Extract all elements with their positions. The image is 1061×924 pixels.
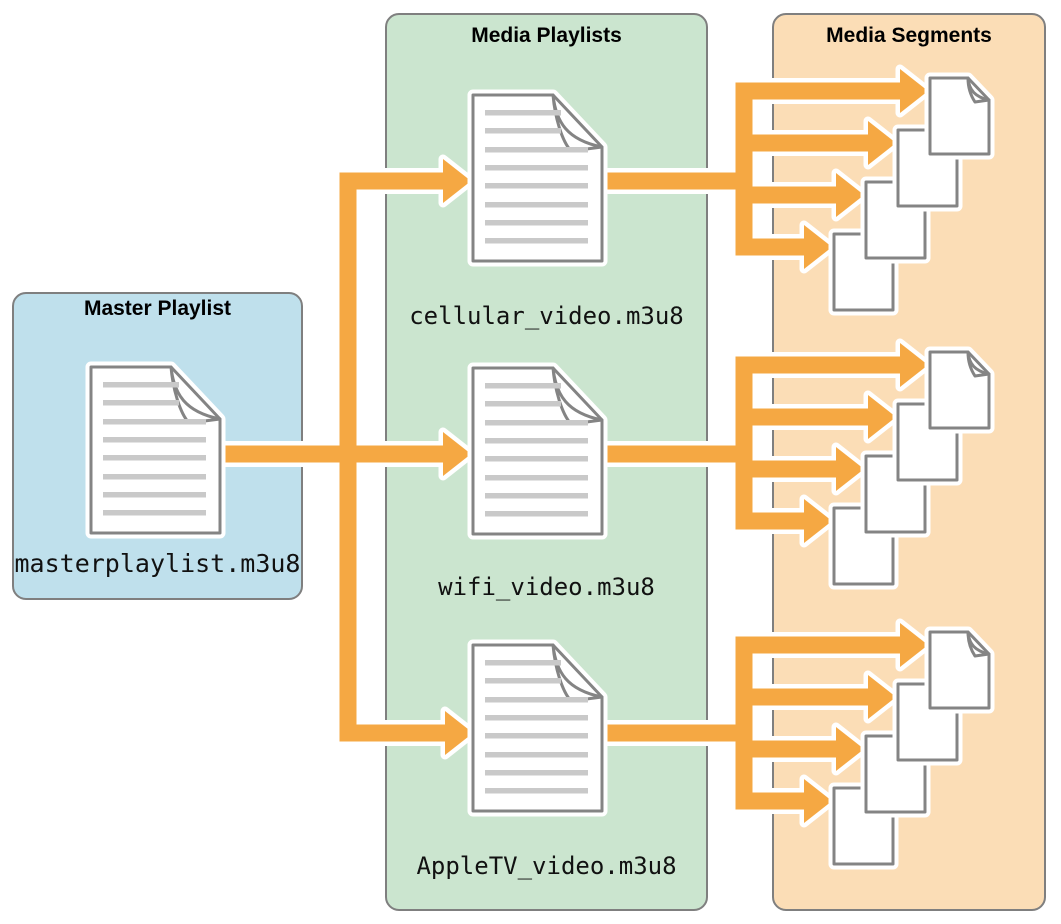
media-playlist-doc-icon-wifi <box>473 368 602 534</box>
flow-arrows <box>222 69 928 823</box>
segment-arrow-tree-2 <box>605 343 928 543</box>
master-playlist-header: Master Playlist <box>83 297 232 320</box>
master-playlist-doc-icon <box>91 367 220 533</box>
master-arrow-tree <box>222 159 473 755</box>
media-playlist-doc-icon-appletv <box>473 645 602 811</box>
media-playlist-filename-cellular: cellular_video.m3u8 <box>409 302 684 330</box>
segment-arrow-tree-3 <box>605 623 928 823</box>
media-playlist-doc-icon-cellular <box>473 95 602 261</box>
master-playlist-filename: masterplaylist.m3u8 <box>14 549 301 578</box>
media-playlists-header: Media Playlists <box>471 24 622 47</box>
media-playlist-filename-wifi: wifi_video.m3u8 <box>438 573 655 601</box>
media-segments-header: Media Segments <box>826 24 992 47</box>
media-playlist-filename-appletv: AppleTV_video.m3u8 <box>416 852 677 880</box>
segment-arrow-tree-1 <box>605 69 928 269</box>
